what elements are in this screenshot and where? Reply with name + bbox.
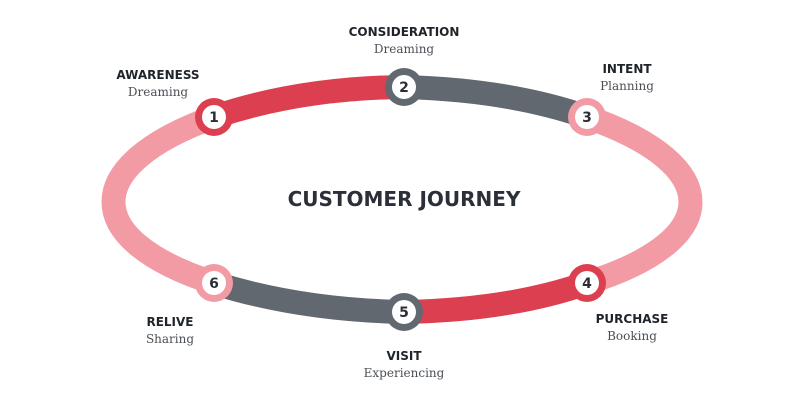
segment-visit-relive [210, 271, 405, 324]
stage-title: CONSIDERATION [349, 25, 460, 39]
stage-label-consideration: CONSIDERATION Dreaming [349, 25, 460, 56]
segment-awareness-consideration [210, 75, 405, 129]
stage-label-intent: INTENT Planning [600, 62, 654, 93]
segment-relive-awareness [101, 105, 219, 295]
stage-label-visit: VISIT Experiencing [364, 349, 445, 380]
stage-node-core [202, 105, 226, 129]
stage-number: 3 [582, 110, 592, 126]
stage-subtitle: Planning [600, 79, 654, 93]
stage-node-core [202, 271, 226, 295]
stage-title: INTENT [602, 62, 652, 76]
segment-purchase-visit [403, 271, 591, 324]
stage-title: AWARENESS [116, 68, 199, 82]
stage-subtitle: Booking [607, 329, 657, 343]
stage-node-core [575, 105, 599, 129]
stage-number: 2 [399, 80, 409, 96]
stage-title: VISIT [386, 349, 422, 363]
stage-number: 6 [209, 276, 219, 292]
stage-node-core [392, 300, 416, 324]
stage-node-core [575, 271, 599, 295]
stage-title: RELIVE [146, 315, 193, 329]
stage-title: PURCHASE [596, 312, 669, 326]
stage-label-relive: RELIVE Sharing [146, 315, 194, 346]
stage-label-awareness: AWARENESS Dreaming [116, 68, 199, 99]
segment-consideration-intent [403, 75, 591, 129]
stage-number: 5 [399, 305, 409, 321]
stage-label-purchase: PURCHASE Booking [596, 312, 669, 343]
stage-node-awareness: 1 [195, 98, 233, 136]
segment-intent-purchase [583, 105, 703, 295]
diagram-title: CUSTOMER JOURNEY [288, 187, 521, 211]
stage-node-purchase: 4 [568, 264, 606, 302]
stage-node-visit: 5 [385, 293, 423, 331]
stage-subtitle: Experiencing [364, 366, 445, 380]
stage-subtitle: Dreaming [374, 42, 435, 56]
stage-subtitle: Dreaming [128, 85, 189, 99]
stage-subtitle: Sharing [146, 332, 194, 346]
stage-node-relive: 6 [195, 264, 233, 302]
stage-node-consideration: 2 [385, 68, 423, 106]
stage-number: 4 [582, 276, 592, 292]
stage-node-core [392, 75, 416, 99]
stage-number: 1 [209, 110, 219, 126]
stage-node-intent: 3 [568, 98, 606, 136]
